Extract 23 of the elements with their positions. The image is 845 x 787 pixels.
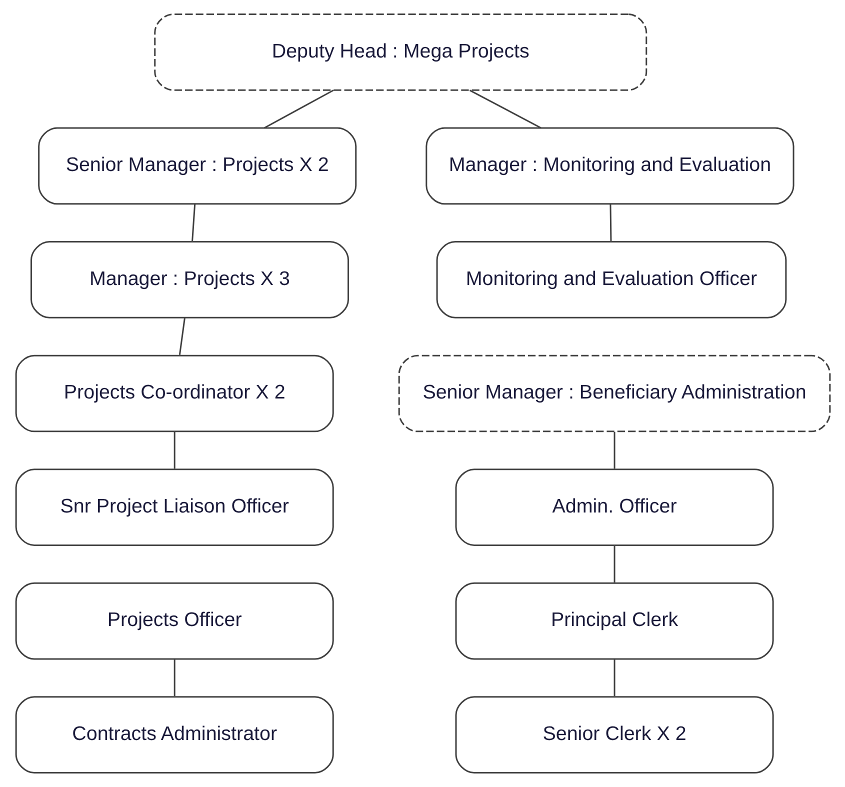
node-box: Projects Officer — [14, 582, 334, 660]
node-box: Snr Project Liaison Officer — [14, 468, 334, 546]
node-box: Senior Clerk X 2 — [454, 696, 774, 774]
connector — [613, 659, 615, 696]
connector — [613, 432, 615, 469]
connector — [468, 90, 541, 129]
connector — [178, 318, 185, 355]
node-box: Projects Co-ordinator X 2 — [14, 354, 334, 432]
node-box: Monitoring and Evaluation Officer — [436, 241, 786, 318]
node-box: Senior Manager : Beneficiary Administration — [398, 354, 830, 432]
node-box: Manager : Projects X 3 — [30, 241, 349, 318]
node-box: Deputy Head : Mega Projects — [154, 14, 647, 91]
node-box: Contracts Administrator — [14, 696, 334, 774]
connector — [173, 432, 175, 469]
connector — [191, 204, 196, 242]
node-box: Manager : Monitoring and Evaluation — [425, 127, 794, 205]
connector — [264, 90, 334, 129]
connector — [173, 659, 175, 696]
node-box: Principal Clerk — [454, 582, 774, 660]
connector — [613, 546, 615, 582]
connector — [609, 204, 612, 242]
node-box: Admin. Officer — [454, 468, 774, 546]
node-box: Senior Manager : Projects X 2 — [38, 127, 356, 205]
